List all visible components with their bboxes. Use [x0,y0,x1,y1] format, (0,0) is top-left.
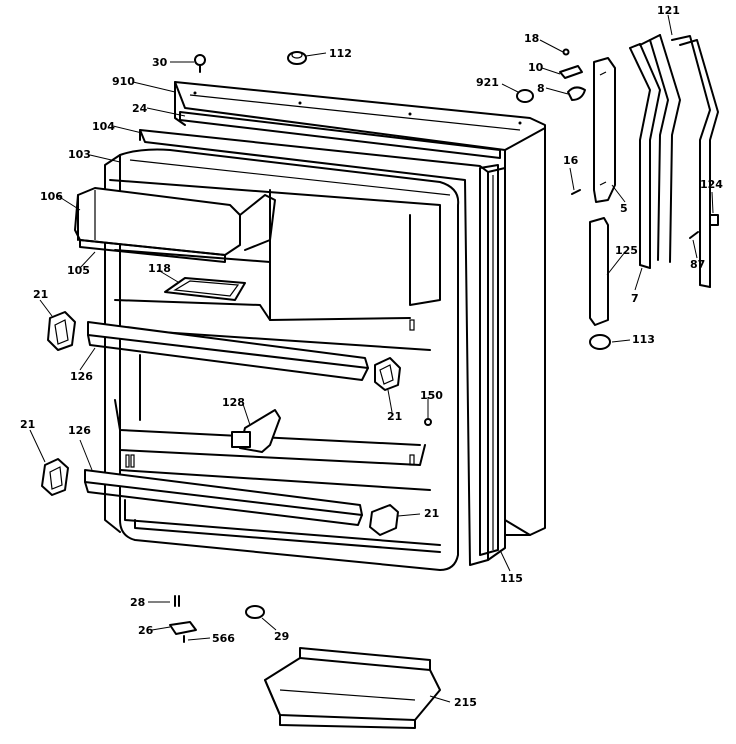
screw [562,48,570,56]
part-label: 8 [537,82,545,95]
door-handle-cap [671,35,719,288]
part-label: 921 [476,76,499,89]
part-label: 29 [274,630,289,643]
part-label: 16 [563,154,579,167]
part-label: 150 [420,389,443,402]
part-label: 104 [92,120,115,133]
dairy-compartment-door [74,187,276,263]
part-label: 126 [70,370,93,383]
part-label: 106 [40,190,63,203]
part-number-labels: 30 112 910 24 104 103 106 105 118 21 126… [20,4,723,709]
part-label: 215 [454,696,477,709]
plug-button [287,51,307,65]
part-label: 26 [138,624,154,637]
door-shelf-bar-upper [87,321,369,381]
callout-leaders [29,14,714,703]
handle-clip [709,214,719,226]
part-label: 5 [620,202,628,215]
part-label: 113 [632,333,655,346]
part-label: 30 [152,56,168,69]
part-label: 10 [528,61,544,74]
shelf-end-cap [369,504,399,536]
part-label: 103 [68,148,91,161]
shelf-bracket [231,409,281,453]
cam-bracket [169,621,197,635]
part-label: 910 [112,75,135,88]
breaker-strip [179,111,501,159]
part-label: 121 [657,4,680,17]
part-label: 105 [67,264,90,277]
part-label: 118 [148,262,171,275]
door-shelf-bar-lower [84,469,363,526]
side-gasket-strip [479,164,499,556]
hinge-bushing [567,86,586,101]
door-bin [264,647,441,729]
part-label: 21 [33,288,48,301]
part-label: 566 [212,632,235,645]
part-label: 18 [524,32,539,45]
screw [689,231,699,239]
screw [424,418,432,426]
part-label: 112 [329,47,352,60]
part-label: 115 [500,572,523,585]
inner-door-liner [104,148,460,571]
part-label: 125 [615,244,638,257]
screw [571,189,581,195]
part-label: 7 [631,292,639,305]
screw [194,54,206,73]
part-label: 21 [20,418,35,431]
part-label: 28 [130,596,145,609]
part-label: 128 [222,396,245,409]
plug-button [589,334,611,350]
part-label: 124 [700,178,723,191]
door-handle-short [629,43,661,269]
door-handle-long [639,34,681,263]
handle-mount-bracket [593,57,616,203]
hinge-cap [516,89,534,103]
part-label: 126 [68,424,91,437]
part-label: 21 [424,507,439,520]
part-label: 87 [690,258,705,271]
shelf-end-cap [374,357,401,391]
hinge-pin-bracket [559,65,583,79]
part-label: 21 [387,410,402,423]
shelf-end-cap [41,458,69,496]
handle-trim-strip [589,217,609,326]
shelf-end-cap [47,311,76,351]
door-stop [245,605,265,619]
butter-tray [164,277,246,301]
spring [174,595,180,607]
part-label: 24 [132,102,148,115]
